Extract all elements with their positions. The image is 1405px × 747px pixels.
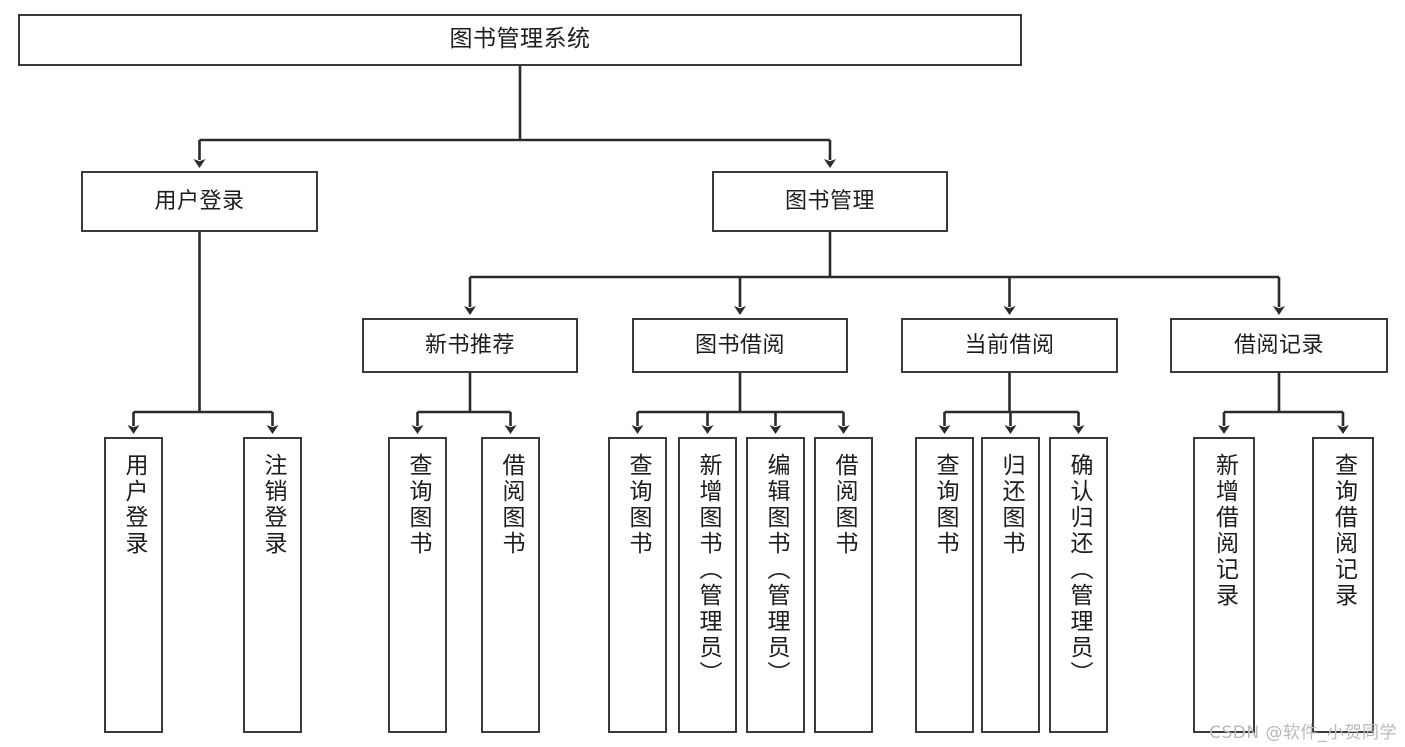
node-label: 用户登录 [121, 453, 147, 557]
node-label: 借阅记录 [1233, 332, 1324, 358]
node-leaf11[interactable]: 确认归还（管理员） [1049, 437, 1108, 733]
node-leaf8[interactable]: 借阅图书 [814, 437, 873, 733]
watermark-text: CSDN @软件_小贺同学 [1209, 723, 1397, 743]
node-label: 查询图书 [625, 453, 651, 557]
node-root[interactable]: 图书管理系统 [18, 14, 1022, 66]
node-l2d[interactable]: 借阅记录 [1170, 318, 1388, 373]
node-label: 用户登录 [154, 188, 245, 214]
node-label: 注销登录 [260, 453, 286, 557]
node-label: 图书管理 [784, 188, 875, 214]
node-leaf3[interactable]: 查询图书 [388, 437, 447, 733]
node-label: 借阅图书 [831, 453, 857, 557]
node-l2a[interactable]: 新书推荐 [362, 318, 578, 373]
node-l2c[interactable]: 当前借阅 [901, 318, 1118, 373]
node-label: 查询借阅记录 [1330, 453, 1357, 609]
node-leaf10[interactable]: 归还图书 [981, 437, 1040, 733]
node-label: 查询图书 [405, 453, 431, 557]
node-l2b[interactable]: 图书借阅 [632, 318, 848, 373]
node-label: 新书推荐 [424, 332, 515, 358]
node-label: 归还图书 [998, 453, 1024, 557]
node-label: 确认归还（管理员） [1066, 453, 1092, 687]
node-label: 当前借阅 [964, 332, 1055, 358]
node-label: 新增图书（管理员） [695, 453, 721, 687]
node-l1a[interactable]: 用户登录 [81, 171, 318, 232]
node-leaf13[interactable]: 查询借阅记录 [1312, 437, 1374, 733]
node-leaf12[interactable]: 新增借阅记录 [1193, 437, 1255, 733]
node-label: 编辑图书（管理员） [763, 453, 789, 687]
node-label: 查询图书 [932, 453, 958, 557]
node-leaf9[interactable]: 查询图书 [915, 437, 974, 733]
node-label: 新增借阅记录 [1211, 453, 1238, 609]
node-l1b[interactable]: 图书管理 [712, 171, 948, 232]
node-leaf1[interactable]: 用户登录 [104, 437, 163, 733]
node-label: 借阅图书 [498, 453, 524, 557]
node-leaf4[interactable]: 借阅图书 [481, 437, 540, 733]
node-leaf7[interactable]: 编辑图书（管理员） [746, 437, 805, 733]
node-leaf2[interactable]: 注销登录 [243, 437, 302, 733]
node-leaf6[interactable]: 新增图书（管理员） [678, 437, 737, 733]
node-leaf5[interactable]: 查询图书 [608, 437, 667, 733]
node-label: 图书管理系统 [449, 26, 591, 53]
node-label: 图书借阅 [694, 332, 785, 358]
